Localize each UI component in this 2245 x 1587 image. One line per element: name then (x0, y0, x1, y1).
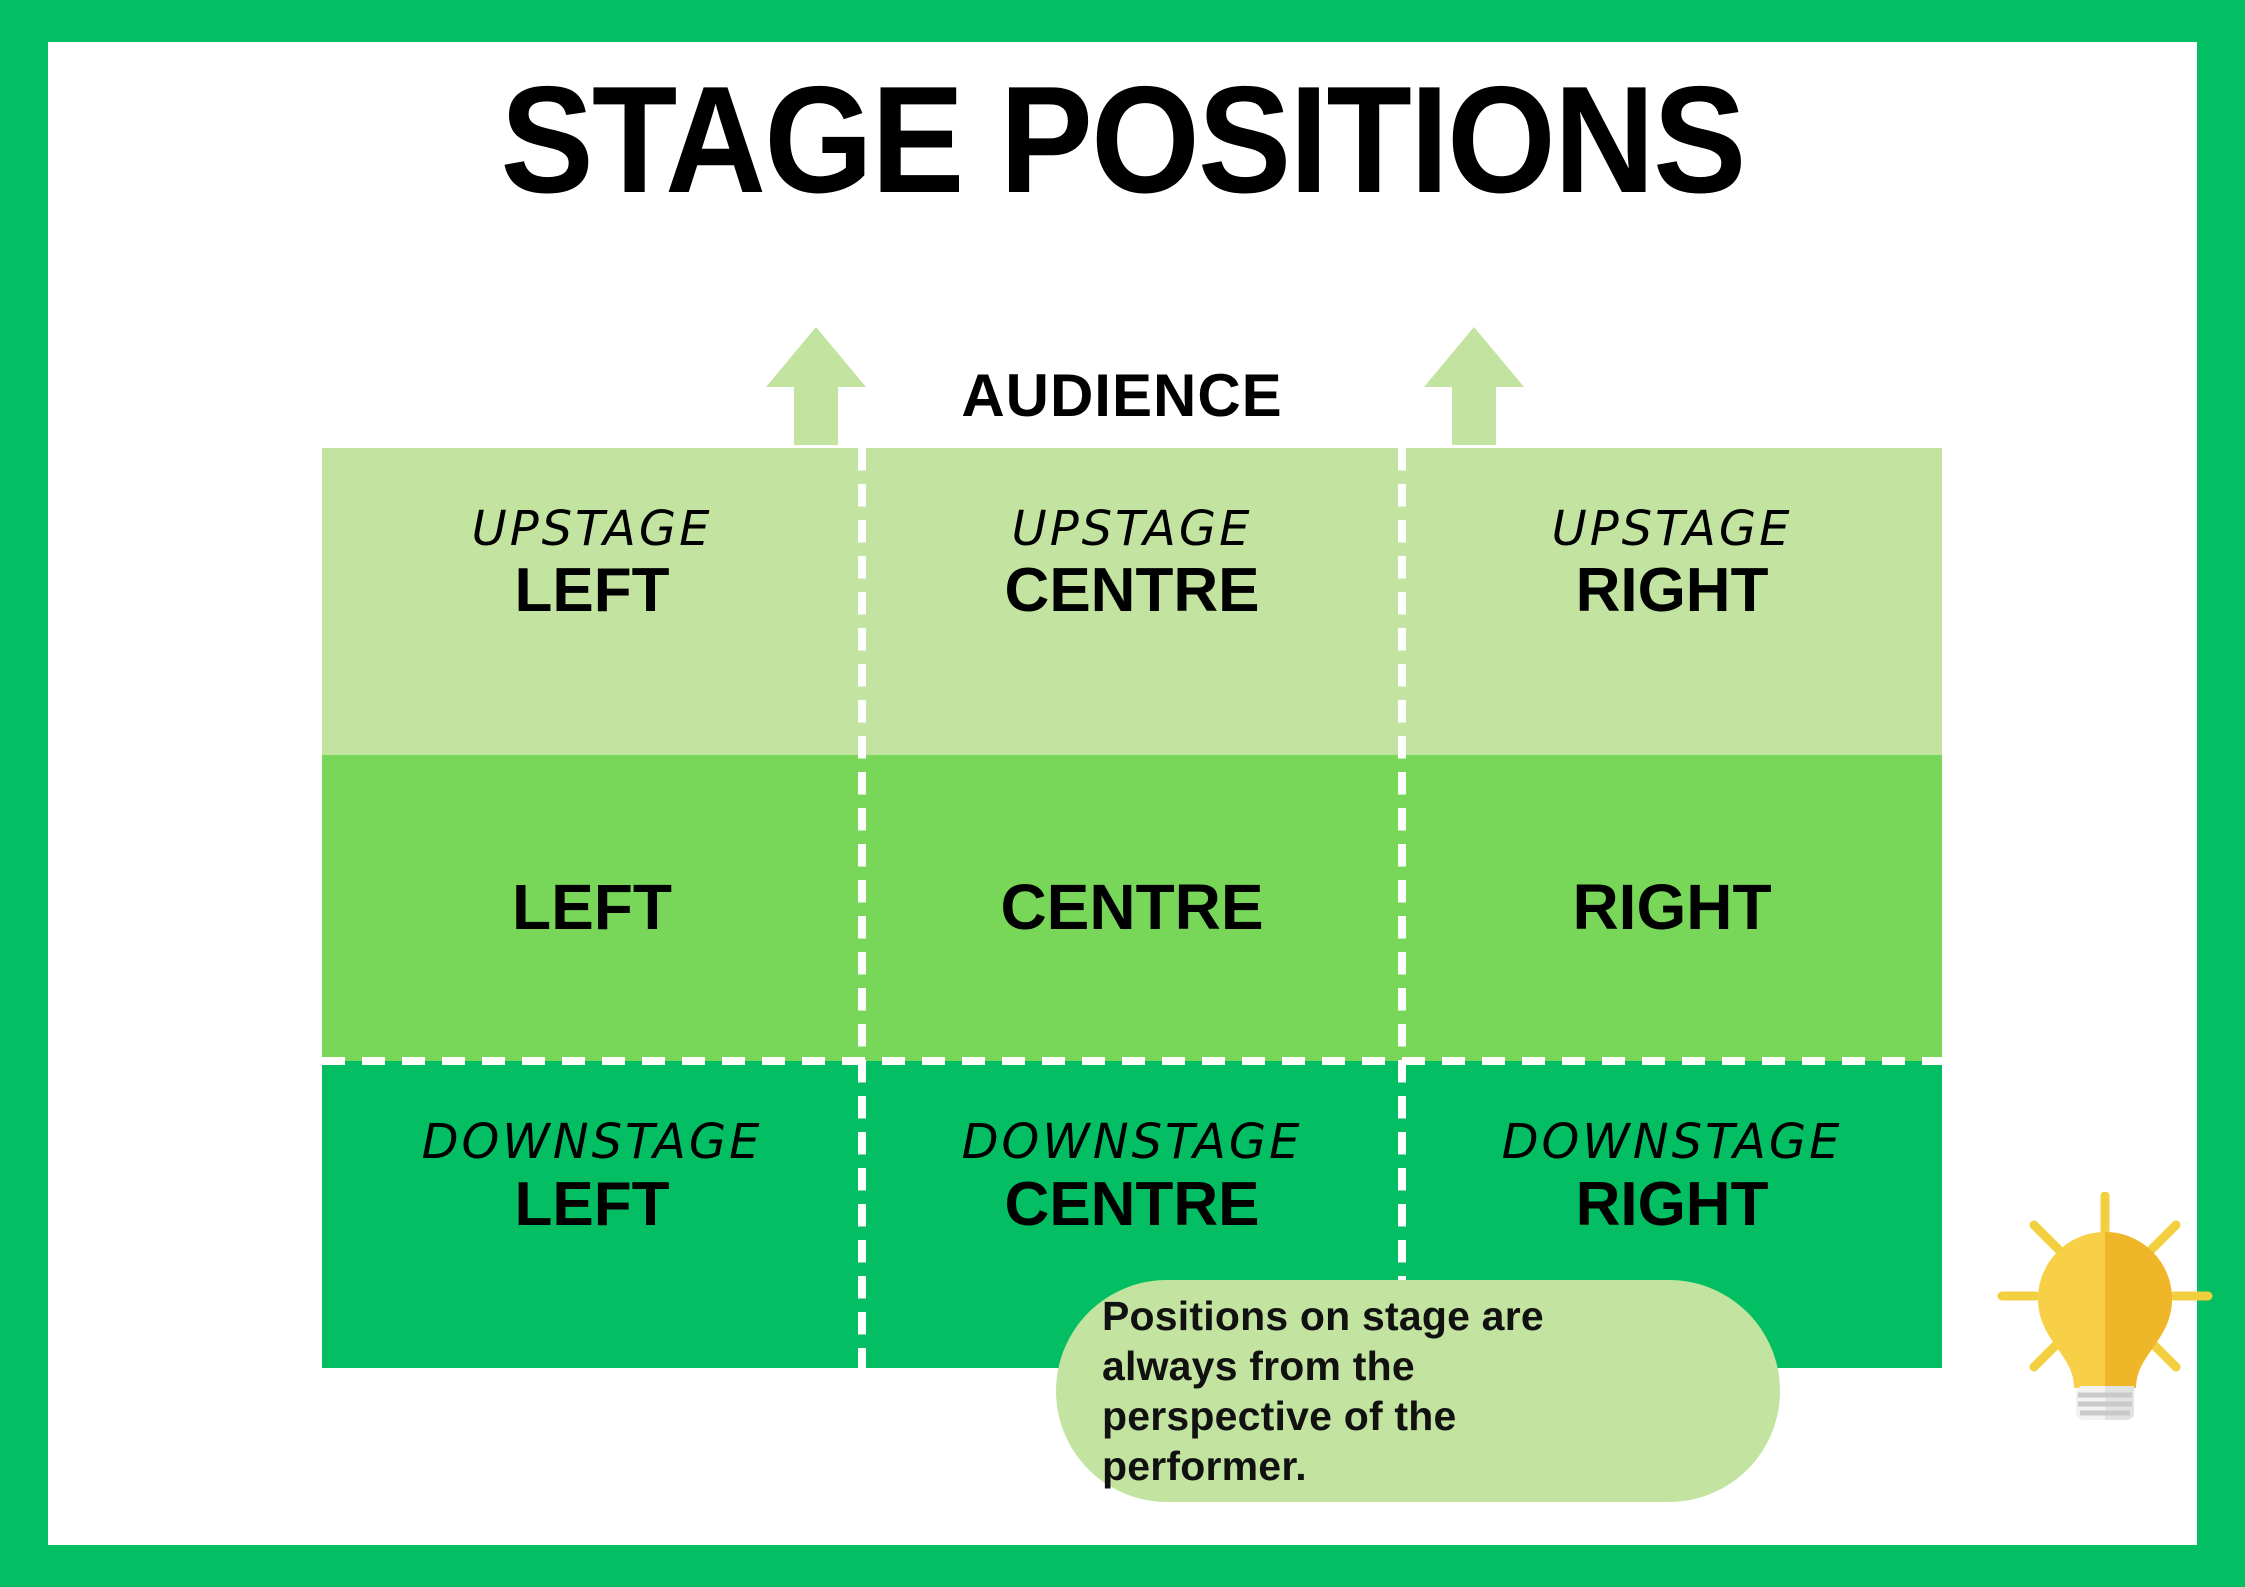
tip-text: Positions on stage are always from the p… (1102, 1292, 1544, 1490)
stage-cell-upstage-left[interactable]: UPSTAGE LEFT (322, 448, 862, 755)
cell-position: RIGHT (1575, 556, 1769, 626)
cell-position: LEFT (514, 556, 670, 626)
cell-position: CENTRE (1000, 871, 1264, 944)
cell-position: LEFT (514, 1169, 670, 1239)
stage-cell-upstage-right[interactable]: UPSTAGE RIGHT (1402, 448, 1942, 755)
tip-callout: Positions on stage are always from the p… (1056, 1280, 1780, 1502)
stage-cell-upstage-centre[interactable]: UPSTAGE CENTRE (862, 448, 1402, 755)
stage-cell-centre[interactable]: CENTRE (862, 754, 1402, 1062)
stage-cell-left[interactable]: LEFT (322, 754, 862, 1062)
cell-position: RIGHT (1572, 871, 1772, 944)
stage-cell-downstage-left[interactable]: DOWNSTAGE LEFT (322, 1061, 862, 1368)
cell-prefix: UPSTAGE (471, 501, 713, 557)
page-title: STAGE POSITIONS (500, 55, 1746, 225)
cell-prefix: UPSTAGE (1551, 501, 1793, 557)
audience-band: AUDIENCE (322, 327, 1972, 447)
stage-grid: UPSTAGE LEFT UPSTAGE CENTRE UPSTAGE RIGH… (322, 448, 1942, 1368)
cell-position: CENTRE (1004, 1169, 1260, 1239)
cell-position: CENTRE (1004, 556, 1260, 626)
cell-prefix: DOWNSTAGE (1501, 1114, 1843, 1171)
arrow-up-icon-right (1424, 327, 1524, 445)
arrow-up-icon-left (766, 327, 866, 445)
lightbulb-icon (1996, 1192, 2214, 1422)
poster-page: STAGE POSITIONS AUDIENCE UPSTAGE LEFT (48, 42, 2213, 1545)
cell-position: LEFT (512, 871, 672, 944)
cell-prefix: DOWNSTAGE (421, 1114, 763, 1171)
cell-position: RIGHT (1575, 1169, 1769, 1239)
audience-label: AUDIENCE (961, 362, 1283, 429)
cell-prefix: DOWNSTAGE (961, 1114, 1303, 1171)
cell-prefix: UPSTAGE (1011, 501, 1253, 557)
stage-cell-right[interactable]: RIGHT (1402, 754, 1942, 1062)
